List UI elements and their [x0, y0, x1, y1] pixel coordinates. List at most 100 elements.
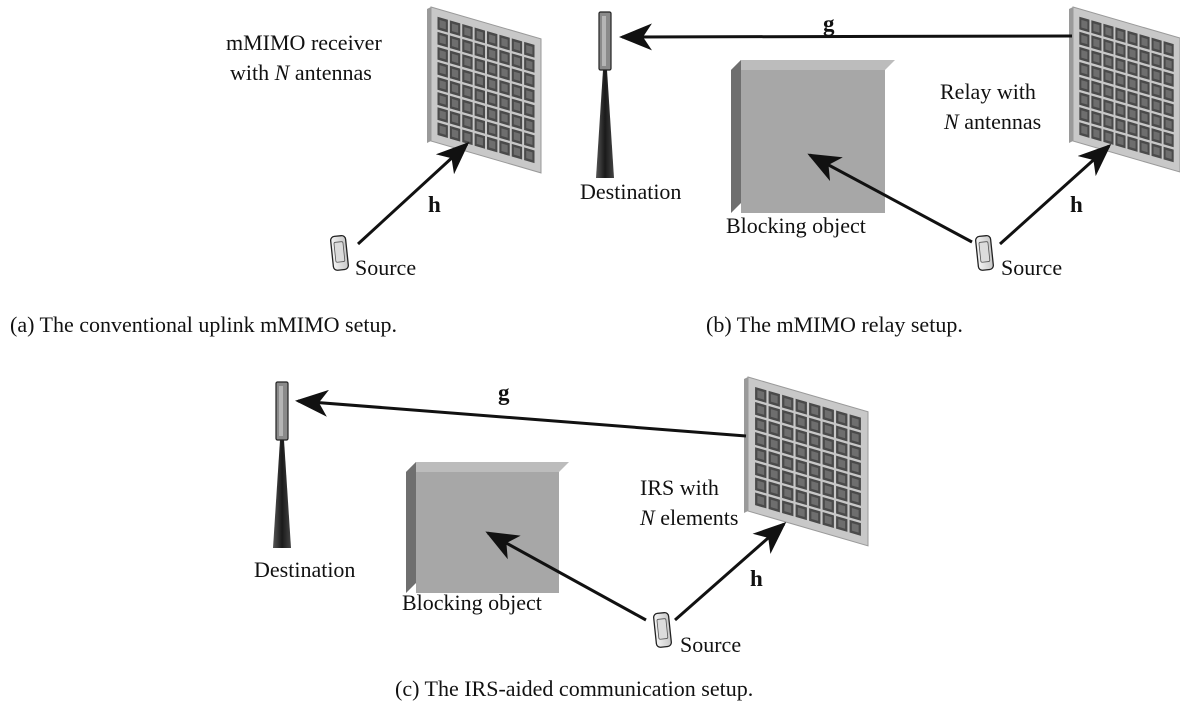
- array-element-inner: [811, 420, 819, 431]
- source-label: Source: [1001, 255, 1062, 280]
- array-element-inner: [489, 109, 496, 120]
- array-element-inner: [476, 136, 483, 146]
- array-element-inner: [489, 34, 496, 44]
- array-element-inner: [476, 45, 483, 56]
- blocking-label: Blocking object: [402, 590, 542, 615]
- array-element-inner: [811, 466, 819, 476]
- array-element-inner: [1129, 109, 1136, 119]
- array-element-inner: [451, 129, 459, 139]
- array-element-inner: [811, 481, 819, 491]
- array-element-inner: [476, 106, 483, 116]
- array-element-inner: [1165, 89, 1172, 99]
- array-element-inner: [838, 428, 846, 439]
- array-element-inner: [797, 492, 805, 502]
- array-element-inner: [797, 462, 805, 472]
- array-element-inner: [464, 87, 471, 97]
- panel-b: Destination Relay with N antennas g Bloc…: [580, 6, 1180, 337]
- array-element-inner: [1141, 82, 1148, 92]
- array-element-inner: [1153, 131, 1160, 141]
- array-element-inner: [1141, 142, 1148, 153]
- array-element-inner: [811, 451, 819, 461]
- array-element-inner: [757, 450, 765, 461]
- array-element-inner: [1141, 127, 1148, 138]
- array-element-inner: [824, 454, 832, 465]
- destination-label: Destination: [254, 557, 355, 582]
- array-element-inner: [1153, 70, 1160, 81]
- array-element-inner: [1129, 79, 1136, 89]
- phone-screen: [978, 241, 991, 263]
- array-element-inner: [439, 65, 446, 75]
- array-element-inner: [501, 128, 508, 138]
- array-element-inner: [489, 49, 496, 59]
- array-element-inner: [1081, 80, 1088, 90]
- block-side: [406, 462, 416, 593]
- array-element-inner: [851, 432, 859, 443]
- array-element-inner: [1081, 110, 1088, 120]
- array-element-inner: [513, 116, 521, 127]
- array-element-inner: [1105, 26, 1112, 37]
- array-element-inner: [513, 56, 521, 66]
- array-element-inner: [757, 390, 765, 400]
- array-element-inner: [784, 443, 792, 453]
- array-element-inner: [1129, 63, 1136, 74]
- array-element-inner: [451, 83, 459, 94]
- array-element-inner: [784, 503, 792, 514]
- array-element-inner: [770, 439, 778, 449]
- array-element-inner: [464, 102, 471, 112]
- source-to-blocking-arrow: [485, 531, 647, 622]
- array-element-inner: [824, 515, 832, 525]
- array-element-inner: [451, 23, 459, 33]
- array-element-inner: [489, 79, 496, 89]
- array-element-inner: [526, 150, 533, 160]
- array-element-inner: [1153, 86, 1160, 96]
- array-element-inner: [526, 90, 533, 100]
- caption-b: (b) The mMIMO relay setup.: [706, 312, 963, 337]
- array-element-inner: [1165, 134, 1172, 145]
- array-element-inner: [526, 60, 533, 70]
- array-element-inner: [757, 495, 765, 506]
- array-element-inner: [1093, 83, 1100, 94]
- array-element-inner: [851, 492, 859, 503]
- array-element-inner: [851, 508, 859, 518]
- array-element-inner: [784, 413, 792, 423]
- irs-label-line2: N elements: [639, 505, 738, 530]
- array-element-inner: [1165, 44, 1172, 54]
- array-element-inner: [784, 458, 792, 468]
- array-element-inner: [513, 86, 521, 97]
- array-element-inner: [1093, 98, 1100, 109]
- array-element-inner: [1105, 117, 1112, 127]
- array-element-inner: [1141, 97, 1148, 107]
- array-element-inner: [1093, 38, 1100, 48]
- array-element-inner: [526, 105, 533, 115]
- array-element-inner: [824, 470, 832, 480]
- array-element-inner: [489, 139, 496, 150]
- array-element-inner: [1117, 135, 1124, 146]
- array-element-inner: [757, 480, 765, 491]
- channel-g-label: g: [498, 380, 510, 405]
- tower-antenna-shine: [279, 386, 283, 436]
- phone-screen: [656, 618, 669, 640]
- receiver-label-line1: mMIMO receiver: [226, 30, 382, 55]
- array-element-inner: [1117, 45, 1124, 55]
- channel-h-label: h: [1070, 192, 1083, 217]
- array-element-inner: [476, 75, 483, 86]
- array-element-inner: [464, 57, 471, 67]
- array-element-inner: [811, 405, 819, 416]
- relay-label-line1: Relay with: [940, 79, 1036, 104]
- array-element-inner: [811, 511, 819, 521]
- array-element-inner: [1165, 59, 1172, 69]
- array-element-inner: [757, 465, 765, 476]
- channel-h-arrow: [998, 143, 1112, 246]
- array-element-inner: [1165, 119, 1172, 130]
- array-element-inner: [838, 413, 846, 424]
- array-element-inner: [1165, 104, 1172, 114]
- array-element-inner: [851, 417, 859, 428]
- destination-tower: [596, 11, 614, 178]
- array-element-inner: [1093, 23, 1100, 33]
- array-element-inner: [1105, 41, 1112, 52]
- array-element-inner: [464, 72, 471, 82]
- source-label: Source: [355, 255, 416, 280]
- array-element-inner: [451, 98, 459, 109]
- array-element-inner: [1105, 87, 1112, 97]
- array-element-inner: [770, 484, 778, 495]
